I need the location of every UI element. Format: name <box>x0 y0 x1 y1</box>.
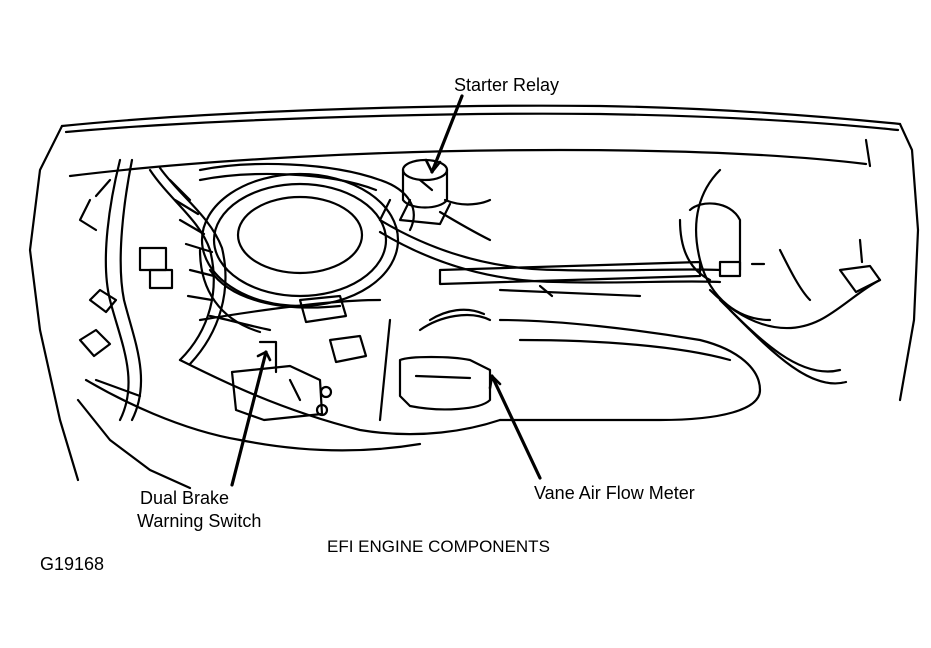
wiring-harness-top <box>198 162 722 298</box>
wiring-right <box>678 168 882 385</box>
vane-air-flow-meter-body <box>298 294 492 411</box>
dual-brake-label-line1: Dual Brake <box>140 488 230 508</box>
wiring-harness-left <box>78 158 227 422</box>
leader-lines <box>230 94 542 487</box>
leader-vane-air-flow-meter <box>490 374 542 480</box>
starter-relay-label: Starter Relay <box>454 75 560 95</box>
starter-relay <box>378 158 492 242</box>
figure-id: G19168 <box>40 554 105 574</box>
vane-air-flow-meter-label: Vane Air Flow Meter <box>534 483 695 503</box>
hood-outline <box>28 104 920 482</box>
engine-block <box>76 298 762 490</box>
leader-dual-brake <box>230 350 268 487</box>
air-cleaner <box>198 172 400 334</box>
dual-brake-label-line2: Warning Switch <box>137 511 262 531</box>
diagram-caption: EFI ENGINE COMPONENTS <box>327 537 550 556</box>
dual-brake-switch-body <box>208 314 333 422</box>
leader-starter-relay <box>430 94 464 174</box>
